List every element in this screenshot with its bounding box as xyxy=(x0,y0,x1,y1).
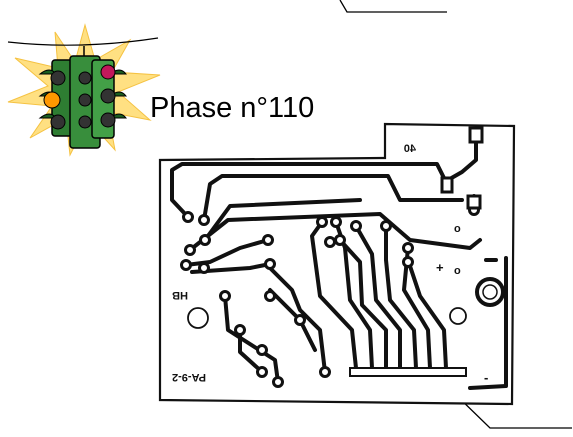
symbol-plus: + xyxy=(436,260,444,275)
top-callout-line xyxy=(339,0,447,13)
copper-traces xyxy=(170,128,508,390)
mounting-hole-right xyxy=(449,307,467,325)
symbol-minus: - xyxy=(484,370,488,385)
phase-title: Phase n°110 xyxy=(150,92,315,124)
mounting-hole-left xyxy=(187,307,209,329)
traffic-light-icon xyxy=(7,23,161,157)
light-left-top xyxy=(50,70,66,86)
edge-connector xyxy=(349,367,467,377)
pad-right-1 xyxy=(440,176,454,194)
solder-pads xyxy=(180,204,480,388)
label-top: 40 xyxy=(404,143,416,155)
wire-icon xyxy=(7,37,159,46)
symbol-o-2: o xyxy=(454,265,461,277)
light-amber xyxy=(43,91,61,109)
pad-right-2 xyxy=(466,194,482,210)
board-outline xyxy=(158,122,516,406)
light-left-bottom xyxy=(50,114,66,130)
light-red xyxy=(100,64,116,80)
label-left: HB xyxy=(172,289,188,301)
pad-top-right xyxy=(468,126,484,144)
label-ref: PA-9-2 xyxy=(172,371,206,383)
symbol-o-1: o xyxy=(454,223,461,235)
